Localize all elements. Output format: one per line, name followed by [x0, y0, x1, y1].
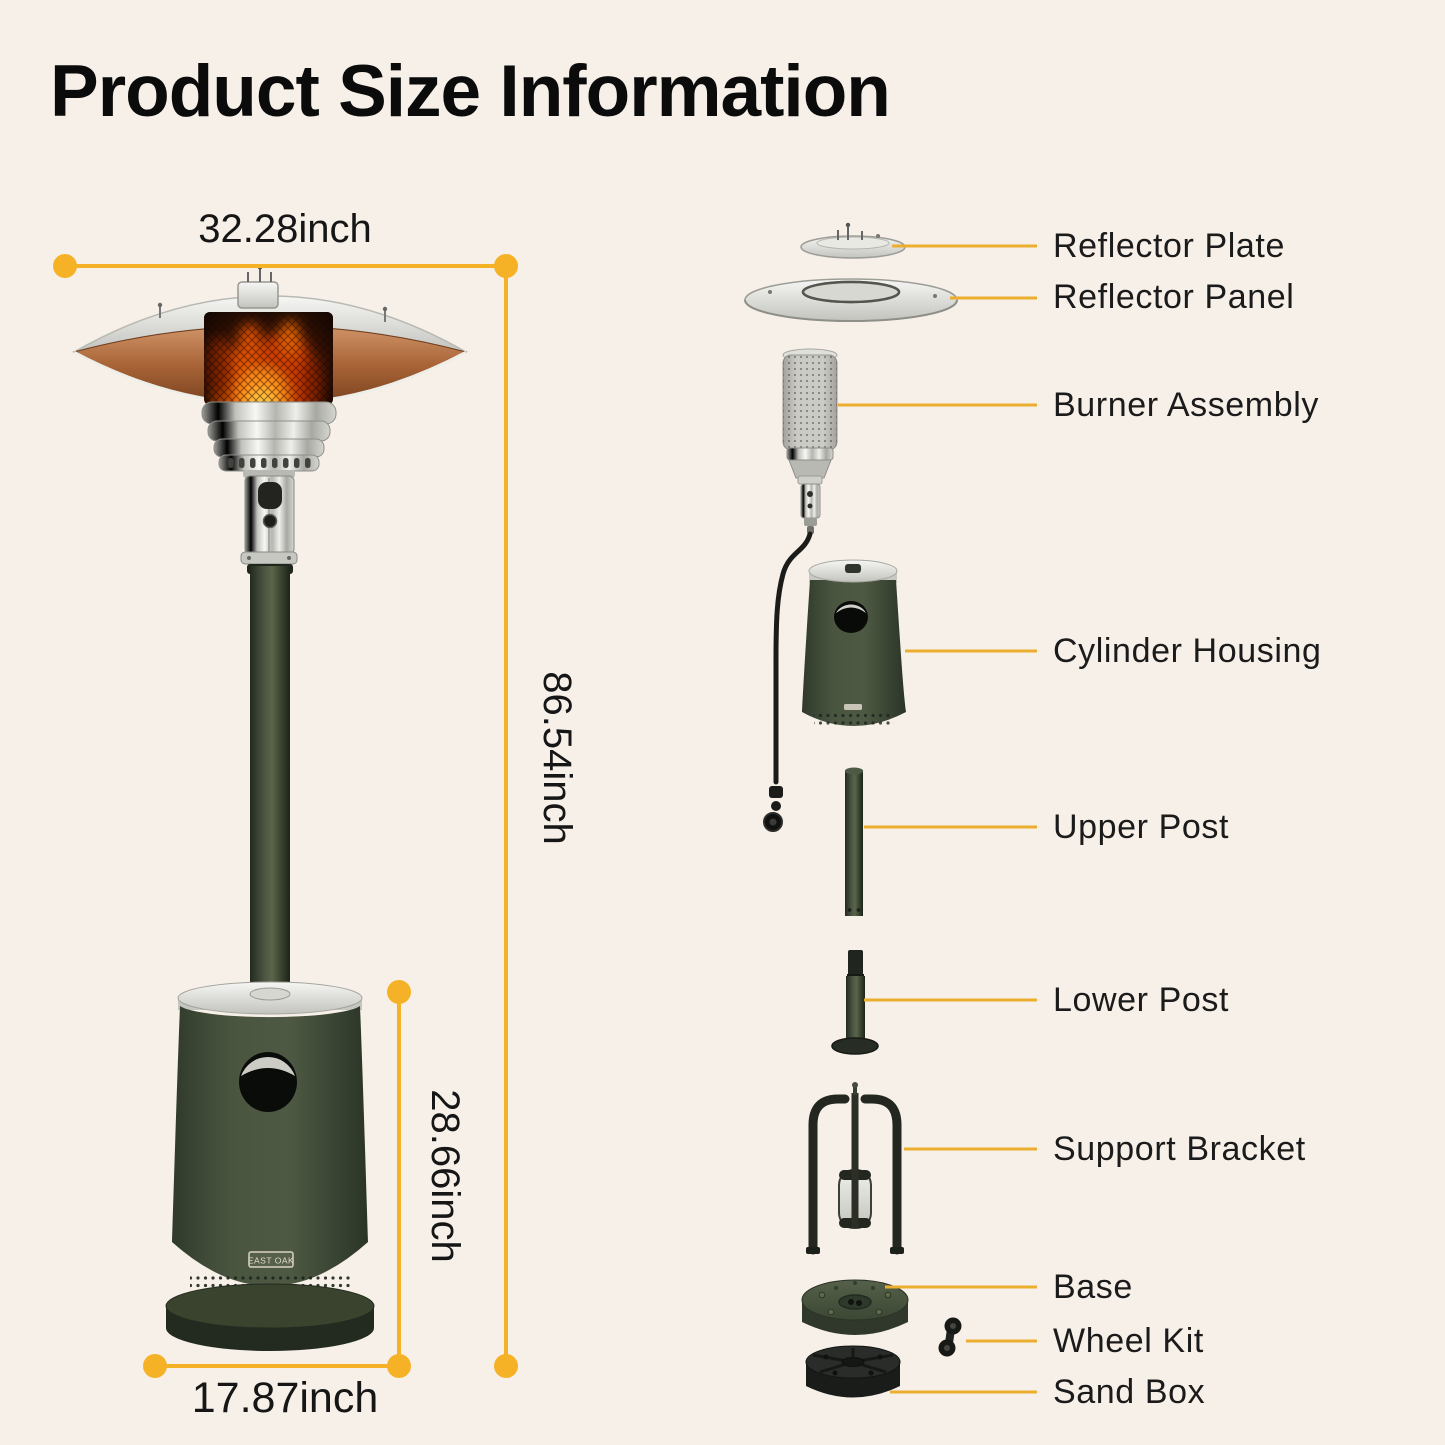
- part-label-cylinder-housing: Cylinder Housing: [1053, 632, 1322, 670]
- patio-heater-illustration: EAST OAK: [72, 264, 468, 1351]
- part-label-upper-post: Upper Post: [1053, 808, 1230, 846]
- part-burner-assembly-illustration: [763, 348, 838, 832]
- heater-post: [247, 564, 293, 998]
- part-lower-post-illustration: [831, 950, 879, 1055]
- part-label-sand-box: Sand Box: [1053, 1373, 1206, 1411]
- gas-hose: [773, 531, 813, 785]
- heater-burner-stack: [201, 401, 337, 565]
- part-label-reflector-plate: Reflector Plate: [1053, 227, 1285, 265]
- dimension-top-width: 32.28inch: [198, 207, 372, 251]
- dimension-housing-height: 28.66inch: [423, 1089, 467, 1263]
- part-wheel-kit-illustration: [938, 1317, 962, 1357]
- part-label-support-bracket: Support Bracket: [1053, 1130, 1306, 1168]
- part-label-burner-assembly: Burner Assembly: [1053, 386, 1319, 424]
- exploded-parts-illustration: [744, 222, 1037, 1398]
- part-reflector-plate-illustration: [800, 222, 906, 259]
- part-reflector-panel-illustration: [744, 278, 958, 322]
- leader-lines: [838, 244, 1037, 1394]
- part-base-illustration: [801, 1279, 909, 1335]
- part-label-reflector-panel: Reflector Panel: [1053, 278, 1295, 316]
- heater-flame-screen: [204, 312, 333, 405]
- heater-base-plinth: [165, 1283, 375, 1351]
- brand-badge: EAST OAK: [248, 1256, 294, 1266]
- part-label-wheel-kit: Wheel Kit: [1053, 1322, 1204, 1360]
- dimension-base-width: 17.87inch: [191, 1374, 379, 1422]
- part-upper-post-illustration: [845, 767, 863, 916]
- heater-cylinder-housing: EAST OAK: [172, 981, 368, 1302]
- part-cylinder-housing-illustration: [802, 559, 906, 726]
- part-support-bracket-illustration: [806, 1082, 904, 1255]
- dimension-total-height: 86.54inch: [535, 671, 579, 845]
- dimension-lines: [53, 254, 518, 1378]
- page-title: Product Size Information: [50, 51, 891, 132]
- part-sand-box-illustration: [805, 1345, 901, 1398]
- part-label-base: Base: [1053, 1268, 1133, 1306]
- part-label-lower-post: Lower Post: [1053, 981, 1230, 1019]
